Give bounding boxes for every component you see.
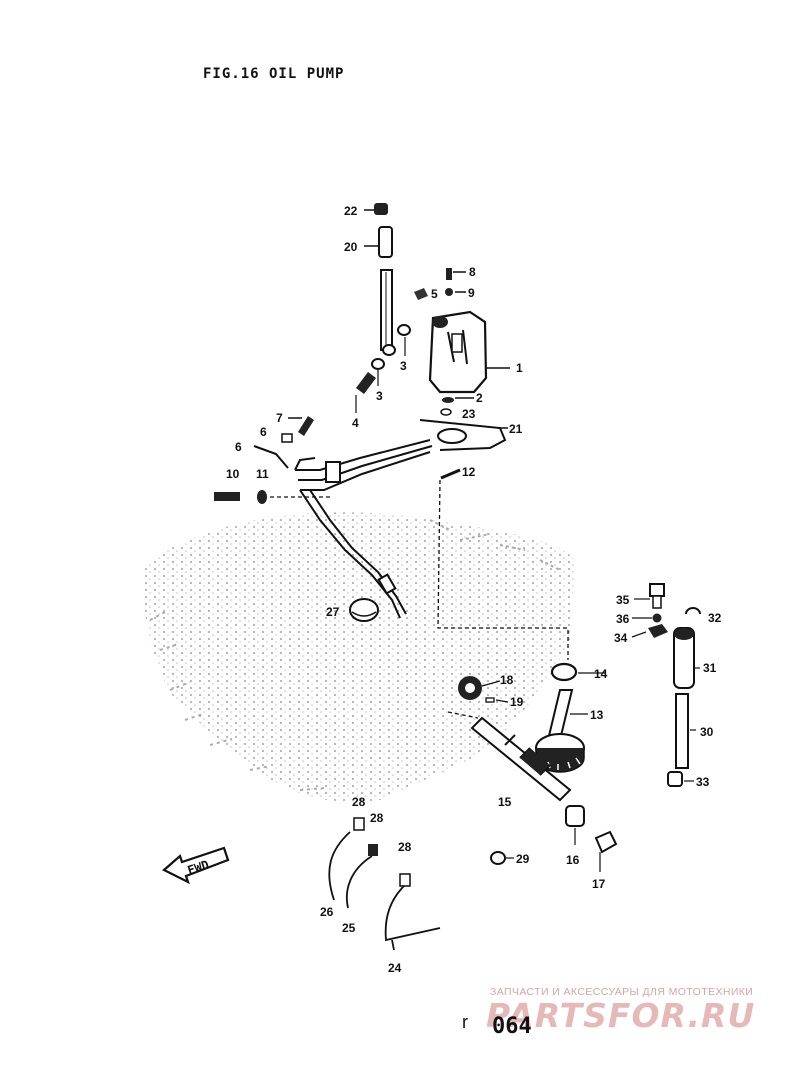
callout-32: 32 <box>708 611 722 625</box>
part-pipe-vertical <box>380 269 393 351</box>
callout-29: 29 <box>516 852 530 866</box>
part-5-screw <box>414 288 428 300</box>
callout-27: 27 <box>326 605 340 619</box>
engine-case-ghost <box>143 512 575 803</box>
leader-lines <box>481 598 700 859</box>
callout-22: 22 <box>344 204 358 218</box>
part-34-clamp <box>648 624 668 638</box>
callout-28b: 28 <box>370 811 384 825</box>
callout-6a: 6 <box>235 440 242 454</box>
part-10-bolt <box>214 492 240 501</box>
callout-24: 24 <box>388 961 402 975</box>
part-32-clip <box>685 607 701 615</box>
callout-6b: 6 <box>260 425 267 439</box>
callout-30: 30 <box>700 725 714 739</box>
part-17-cap <box>594 830 618 872</box>
callout-21: 21 <box>509 422 523 436</box>
callout-25: 25 <box>342 921 356 935</box>
callout-4: 4 <box>352 416 359 430</box>
callout-15: 15 <box>498 795 512 809</box>
callout-11: 11 <box>256 467 269 481</box>
callout-17: 17 <box>592 877 606 891</box>
part-24-26-hoses <box>328 831 441 951</box>
part-31-sleeve <box>673 627 695 689</box>
callout-31: 31 <box>703 661 717 675</box>
callout-20: 20 <box>344 240 358 254</box>
part-4-bolt <box>355 372 376 413</box>
callout-28a: 28 <box>352 795 366 809</box>
fwd-arrow-icon: FWD <box>162 846 230 885</box>
page-mark: r <box>462 1012 468 1032</box>
page-number: 064 <box>492 1014 532 1039</box>
callout-12: 12 <box>462 465 476 479</box>
watermark-logo: PARTSFOR.RU <box>486 996 756 1035</box>
watermark-tagline: ЗАПЧАСТИ И АКСЕССУАРЫ ДЛЯ МОТОТЕХНИКИ <box>490 986 754 998</box>
part-28-clamps <box>353 817 411 887</box>
part-27-cap <box>349 598 379 622</box>
callout-28c: 28 <box>398 840 412 854</box>
part-20-sleeve <box>364 226 393 258</box>
callout-3b: 3 <box>376 389 383 403</box>
callout-35: 35 <box>616 593 630 607</box>
part-1-oil-pump-body <box>428 310 510 394</box>
part-33-cap <box>667 771 683 787</box>
callout-7: 7 <box>276 411 283 425</box>
part-18-gear <box>458 676 482 700</box>
callout-2: 2 <box>476 391 483 405</box>
callout-8: 8 <box>469 265 476 279</box>
part-29-cap <box>490 851 506 865</box>
part-6-pipe-end <box>253 433 293 469</box>
part-2-o-ring <box>442 397 474 403</box>
callout-36: 36 <box>616 612 630 626</box>
part-15-shaft <box>470 716 572 802</box>
part-11-washer <box>257 490 267 504</box>
callout-34: 34 <box>614 631 628 645</box>
figure-title: FIG.16 OIL PUMP <box>203 66 345 82</box>
callout-16: 16 <box>566 853 580 867</box>
callout-13: 13 <box>590 708 604 722</box>
callout-23: 23 <box>462 407 476 421</box>
callout-1: 1 <box>516 361 523 375</box>
fwd-label: FWD <box>186 858 211 878</box>
part-16-collar <box>565 805 585 845</box>
callout-14: 14 <box>594 667 608 681</box>
part-30-shaft <box>675 693 689 769</box>
part-19-pin <box>485 697 495 703</box>
part-22-cap <box>364 203 388 215</box>
callout-10: 10 <box>226 467 240 481</box>
callout-labels: 1 2 3 3 4 5 6 6 7 8 9 10 11 12 13 14 15 … <box>226 204 722 975</box>
part-21-oil-pipe-assembly <box>294 419 508 619</box>
part-35-bolt <box>649 583 665 609</box>
part-9-washer <box>445 288 466 296</box>
callout-18: 18 <box>500 673 514 687</box>
part-14-washer <box>550 662 578 682</box>
part-36-washer <box>652 613 662 623</box>
callout-26: 26 <box>320 905 334 919</box>
callout-9: 9 <box>468 286 475 300</box>
part-8-screw <box>446 268 466 280</box>
part-3-washers <box>371 324 411 386</box>
callout-33: 33 <box>696 775 710 789</box>
callout-5: 5 <box>431 287 438 301</box>
callout-19: 19 <box>510 695 524 709</box>
callout-3a: 3 <box>400 359 407 373</box>
part-7-bolt <box>288 416 314 436</box>
part-12-pin <box>440 468 461 480</box>
alignment-dashes <box>270 479 569 719</box>
part-23-oring <box>440 408 452 416</box>
